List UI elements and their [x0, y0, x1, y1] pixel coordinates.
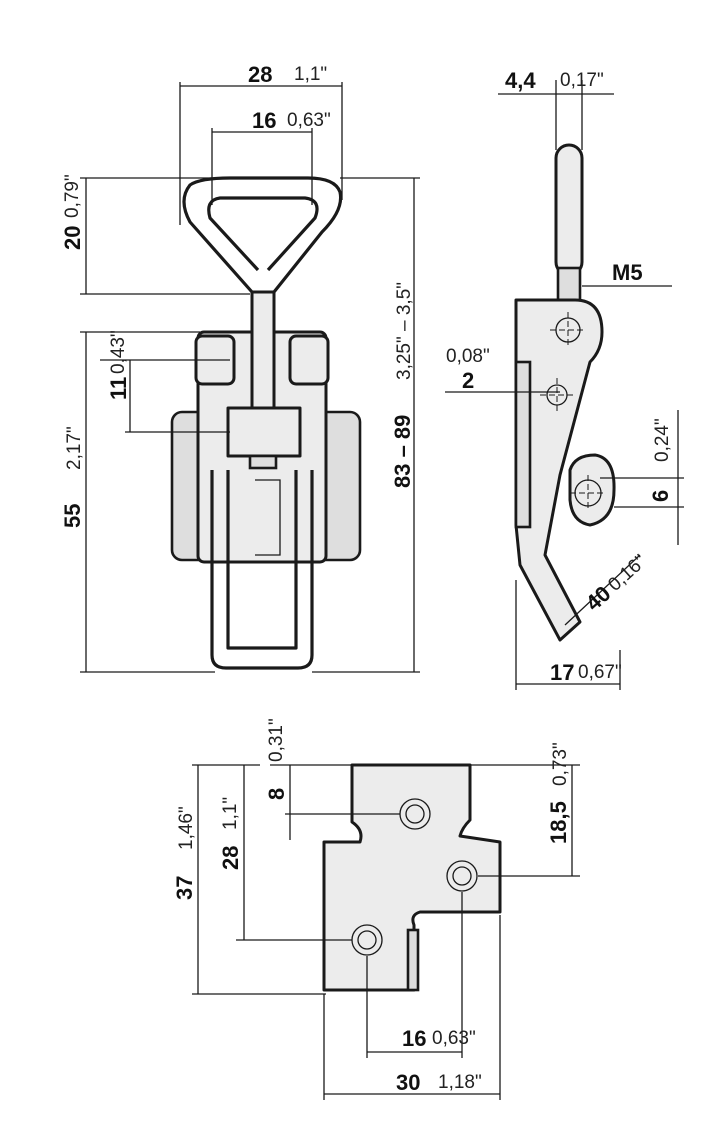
dim-plate-width-inch: 1,18" — [438, 1072, 482, 1093]
side-handle — [554, 143, 584, 277]
side-view: 4,4 0,17" M5 2 0,08" 6 0,24" 40 0,16" 17… — [445, 68, 684, 690]
front-rod — [250, 290, 276, 414]
dim-right-offset-mm: 18,5 — [546, 801, 571, 844]
dim-angle-inch: 0,16" — [604, 551, 651, 596]
dim-right-offset-inch: 0,73" — [550, 742, 571, 786]
base-plate — [322, 763, 502, 992]
dim-top-offset-inch: 0,31" — [266, 718, 287, 762]
dim-hole-pitch-v-inch: 1,1" — [220, 797, 241, 830]
dim-loop-width-inch: 0,63" — [287, 110, 331, 131]
base-hole-right — [446, 860, 478, 892]
side-plate — [514, 360, 532, 529]
dim-loop-width-mm: 16 — [252, 108, 276, 133]
base-hole-top-inner — [405, 804, 425, 824]
thread-label: M5 — [612, 260, 643, 285]
front-hook — [210, 470, 314, 670]
dim-thickness-inch: 0,17" — [560, 70, 604, 91]
dim-pivot-offset-inch: 0,08" — [446, 346, 490, 367]
front-handle-outer — [182, 176, 343, 294]
side-lever — [514, 298, 604, 642]
dim-body-height-mm: 55 — [60, 504, 85, 528]
dim-catch-height-inch: 0,24" — [652, 418, 673, 462]
dim-plate-height-mm: 37 — [172, 876, 197, 900]
front-view: 28 1,1" 16 0,63" 20 0,79" 11 0,43" 55 2,… — [60, 62, 420, 673]
dim-total-length-mm: 83 – 89 — [390, 415, 415, 488]
front-handle-inner — [207, 196, 319, 272]
dim-hole-offset-inch: 0,43" — [108, 330, 129, 374]
base-slot — [406, 928, 420, 992]
front-pivot-right — [288, 334, 330, 386]
dim-plate-height-inch: 1,46" — [176, 806, 197, 850]
dim-width-inch: 1,1" — [294, 64, 327, 85]
front-hook-inner — [226, 470, 298, 650]
base-hole-bottom-inner — [357, 930, 377, 950]
dim-body-height-inch: 2,17" — [64, 426, 85, 470]
dim-total-length-inch: 3,25" – 3,5" — [394, 282, 415, 380]
dim-hole-pitch-v-mm: 28 — [218, 846, 243, 870]
dim-pivot-offset-mm: 2 — [462, 368, 474, 393]
front-slot — [255, 479, 281, 556]
base-hole-right-inner — [452, 866, 472, 886]
dim-loop-height-mm: 20 — [60, 226, 85, 250]
dim-hole-pitch-h-mm: 16 — [402, 1026, 426, 1051]
dim-width-mm: 28 — [248, 62, 272, 87]
dim-thickness-mm: 4,4 — [505, 68, 536, 93]
dim-hole-pitch-h-inch: 0,63" — [432, 1028, 476, 1049]
base-view: 8 0,31" 28 1,1" 37 1,46" 18,5 0,73" 16 0… — [172, 718, 580, 1100]
dim-top-offset-mm: 8 — [264, 788, 289, 800]
dim-plate-width-mm: 30 — [396, 1070, 420, 1095]
front-nut-base — [248, 454, 278, 470]
front-nut — [226, 406, 302, 458]
dim-depth-inch: 0,67" — [578, 662, 622, 683]
dim-hole-offset-mm: 11 — [106, 377, 131, 400]
dim-loop-height-inch: 0,79" — [62, 174, 83, 218]
dim-depth-mm: 17 — [550, 660, 574, 685]
side-catch — [568, 453, 616, 527]
dim-catch-height-mm: 6 — [648, 490, 673, 502]
